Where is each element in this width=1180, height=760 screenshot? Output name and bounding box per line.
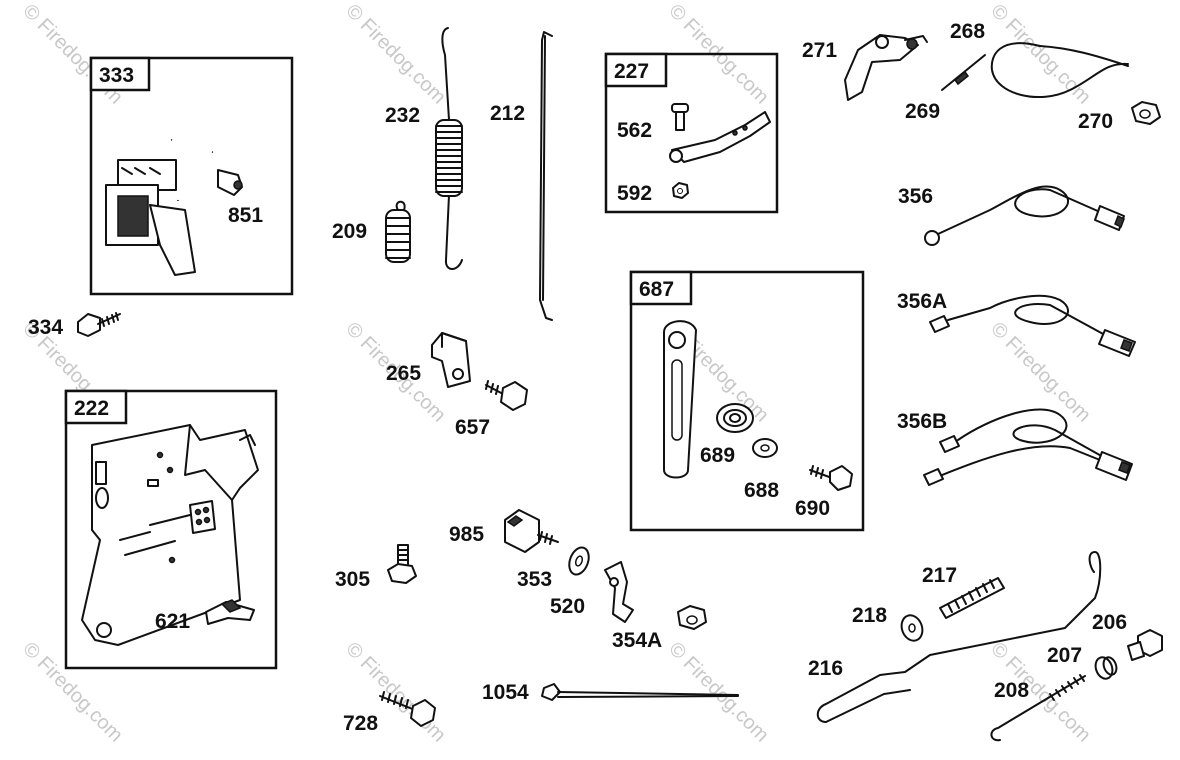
part-label: 268 [950,20,985,43]
part-label: 520 [550,595,585,618]
nut-592 [672,182,689,199]
part-label: 227 [614,60,649,83]
part-218[interactable]: 218 [852,604,926,644]
part-label: 354A [612,629,662,652]
part-label: 728 [343,712,378,735]
group-tag [604,52,668,88]
part-728[interactable]: 728 [343,691,436,735]
part-208[interactable]: 208 [990,674,1086,742]
connector-part [217,169,243,196]
lever-part [669,111,771,163]
part-label: 334 [28,316,63,339]
part-212[interactable]: 212 [490,31,553,321]
group-687[interactable]: 687 689 688 690 [629,270,865,532]
group-227[interactable]: 227 562 592 [604,52,779,214]
part-270[interactable]: 270 [1078,101,1161,133]
part-label: 218 [852,604,887,627]
screw-690 [809,465,853,491]
washer-688 [752,438,778,458]
part-207[interactable]: 207 [1047,644,1119,681]
bracket-part [81,424,259,646]
group-tag [64,389,128,425]
watermark: © Firedog.com [341,0,450,108]
group-tag [629,270,693,306]
part-1054[interactable]: 1054 [482,681,739,704]
group-box [89,56,294,296]
part-label: 688 [744,479,779,502]
part-217[interactable]: 217 [922,564,1005,619]
part-label: 271 [802,39,837,62]
watermark: © Firedog.com [18,0,127,108]
group-tag [89,56,151,92]
part-520[interactable]: 520 [550,561,634,623]
part-356B[interactable]: 356B [897,408,1133,486]
clip-part [205,599,255,625]
part-label: 592 [617,182,652,205]
part-label: 657 [455,416,490,439]
watermark: © Firedog.com [18,638,127,747]
part-label: 270 [1078,110,1113,133]
group-222[interactable]: 222 621 [64,389,278,670]
part-label: 222 [74,397,109,420]
part-353[interactable]: 353 [517,545,592,591]
part-label: 356A [897,290,947,313]
part-label: 687 [639,278,674,301]
part-label: 206 [1092,611,1127,634]
part-label: 356B [897,410,947,433]
part-label: 209 [332,220,367,243]
part-label: 356 [898,185,933,208]
part-206[interactable]: 206 [1092,611,1163,661]
part-label: 305 [335,568,370,591]
armature-part [105,100,213,276]
group-box [629,270,865,532]
part-232[interactable]: 232 [385,27,463,270]
part-265[interactable]: 265 [386,332,471,388]
governor-lever [663,320,697,479]
spring-689 [716,403,754,433]
coil [435,119,463,197]
part-334[interactable]: 334 [28,312,121,339]
group-333[interactable]: 333 851 [89,56,294,296]
part-label: 333 [99,64,134,87]
watermark: © Firedog.com [986,0,1095,108]
part-216[interactable]: 216 [808,551,1102,723]
watermark: © Firedog.com [664,638,773,747]
screw-562 [671,103,689,131]
part-label: 353 [517,568,552,591]
part-label: 690 [795,497,830,520]
part-label: 562 [617,119,652,142]
part-985[interactable]: 985 [449,509,559,553]
part-label: 232 [385,104,420,127]
part-label: 985 [449,523,484,546]
part-label: 621 [155,610,190,633]
part-label: 689 [700,444,735,467]
part-354A[interactable]: 354A [612,605,707,652]
part-label: 212 [490,102,525,125]
part-label: 208 [994,679,1029,702]
part-305[interactable]: 305 [335,544,417,591]
part-356[interactable]: 356 [898,185,1125,246]
part-label: 265 [386,362,421,385]
part-356A[interactable]: 356A [897,290,1136,357]
part-label: 207 [1047,644,1082,667]
part-label: 217 [922,564,957,587]
part-label: 216 [808,657,843,680]
part-label: 1054 [482,681,529,704]
group-box [64,389,278,670]
part-657[interactable]: 657 [455,380,528,439]
part-209[interactable]: 209 [332,200,411,263]
part-label: 269 [905,100,940,123]
part-label: 851 [228,204,263,227]
part-271[interactable]: 271 [802,34,928,101]
part-268-269[interactable]: 268 269 [905,20,1129,123]
group-box [604,52,779,214]
